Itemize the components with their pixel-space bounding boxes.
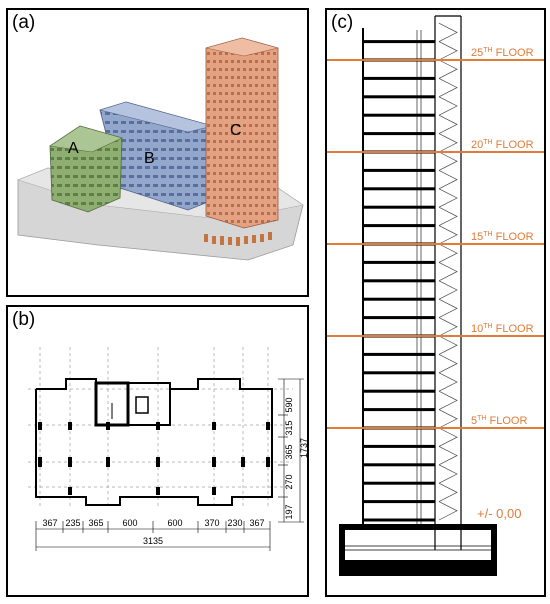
stair-flight	[438, 446, 458, 466]
stair-flight	[438, 59, 458, 79]
building-label-b: B	[144, 150, 155, 167]
stair-flight	[438, 335, 458, 355]
floor-plan-drawing: 590 315 365 270 197 1737 367 235 365 600…	[28, 347, 307, 551]
stair-flight	[438, 206, 458, 226]
h-dim-5: 600	[167, 518, 182, 528]
v-dim-315: 315	[284, 420, 294, 435]
stair-flight	[438, 22, 458, 42]
building-a	[49, 125, 123, 213]
floor-slab	[363, 168, 435, 172]
h-dim-8: 367	[249, 518, 264, 528]
grid-lines	[28, 347, 293, 507]
stair-flight	[438, 114, 458, 134]
floor-marker-label: 20TH FLOOR	[471, 139, 534, 151]
floor-slab	[363, 76, 435, 80]
floor-marker-label: 25TH FLOOR	[471, 47, 534, 59]
building-label-a: A	[68, 140, 79, 157]
stair-flight	[438, 298, 458, 318]
h-dim-1: 367	[42, 518, 57, 528]
stair-flight	[438, 427, 458, 447]
floor-slab	[363, 316, 435, 320]
plan-columns	[38, 422, 270, 495]
stair-flight	[438, 243, 458, 263]
h-dim-6: 370	[204, 518, 219, 528]
building-model-render: A B C	[17, 37, 304, 261]
stair-flight	[438, 41, 458, 61]
stair-flight	[438, 464, 458, 484]
floor-slab	[363, 40, 435, 44]
ground-level-label: +/- 0,00	[477, 506, 521, 521]
floor-slab	[363, 444, 435, 448]
floor-marker-label: 15TH FLOOR	[471, 231, 534, 243]
panel-a-3d-model: (a)	[6, 8, 309, 297]
stair-flight	[438, 372, 458, 392]
stair-flight	[438, 170, 458, 190]
panel-c-label: (c)	[331, 12, 354, 33]
floor-slab	[363, 518, 435, 522]
basement-structure	[339, 524, 497, 576]
floor-slabs	[363, 40, 435, 522]
building-label-c: C	[230, 122, 242, 139]
section-walls	[362, 15, 462, 550]
h-dim-2: 235	[65, 518, 80, 528]
horizontal-dimension-line	[35, 521, 271, 551]
floor-slab	[363, 224, 435, 228]
stair-flight	[438, 225, 458, 245]
stair-flight	[438, 317, 458, 337]
stair-flight	[438, 482, 458, 502]
floor-slab	[363, 481, 435, 485]
floor-slab	[363, 132, 435, 136]
floor-slab	[363, 205, 435, 209]
floor-markers: 25TH FLOOR 20TH FLOOR 15TH FLOOR 10TH FLOOR…	[327, 47, 544, 429]
floor-slab	[363, 500, 435, 504]
stair-flight	[438, 354, 458, 374]
stair-flight	[438, 409, 458, 429]
building-b	[98, 101, 214, 211]
floor-slab	[363, 187, 435, 191]
h-dim-7: 230	[227, 518, 242, 528]
h-dim-4: 600	[122, 518, 137, 528]
v-dim-270: 270	[284, 474, 294, 489]
stair-flight	[438, 133, 458, 153]
floor-marker-label: 5TH FLOOR	[471, 415, 527, 427]
stair-core	[438, 22, 458, 521]
stair-flight	[438, 188, 458, 208]
stair-flight	[438, 501, 458, 521]
stair-flight	[438, 78, 458, 98]
v-dim-total: 1737	[299, 438, 307, 458]
plan-walls	[35, 378, 273, 506]
floor-slab	[363, 352, 435, 356]
floor-slab	[363, 297, 435, 301]
floor-slab	[363, 113, 435, 117]
panel-b-floor-plan: (b)	[6, 305, 309, 597]
stair-flight	[438, 151, 458, 171]
floor-slab	[363, 389, 435, 393]
v-dim-197: 197	[284, 504, 294, 519]
foundation-piles	[204, 232, 272, 246]
floor-slab	[363, 463, 435, 467]
floor-slab	[363, 260, 435, 264]
stair-flight	[438, 280, 458, 300]
v-dim-590: 590	[284, 397, 294, 412]
panel-b-label: (b)	[12, 309, 36, 330]
v-dim-365: 365	[284, 444, 294, 459]
h-dim-3: 365	[88, 518, 103, 528]
panel-c-section: (c) 25TH FLOOR 20TH FLOOR 15TH FLOOR 10TH F…	[325, 8, 546, 597]
floor-slab	[363, 371, 435, 375]
h-dim-total: 3135	[143, 536, 163, 546]
vertical-dimension-line	[278, 378, 304, 523]
panel-a-label: (a)	[12, 12, 36, 33]
floor-marker-label: 10TH FLOOR	[471, 323, 534, 335]
floor-slab	[363, 279, 435, 283]
stair-flight	[438, 390, 458, 410]
building-c-tower	[205, 37, 279, 229]
stair-flight	[438, 262, 458, 282]
building-section-drawing: 25TH FLOOR 20TH FLOOR 15TH FLOOR 10TH FLOOR…	[327, 15, 544, 576]
stair-flight	[438, 96, 458, 116]
floor-slab	[363, 95, 435, 99]
floor-slab	[363, 408, 435, 412]
